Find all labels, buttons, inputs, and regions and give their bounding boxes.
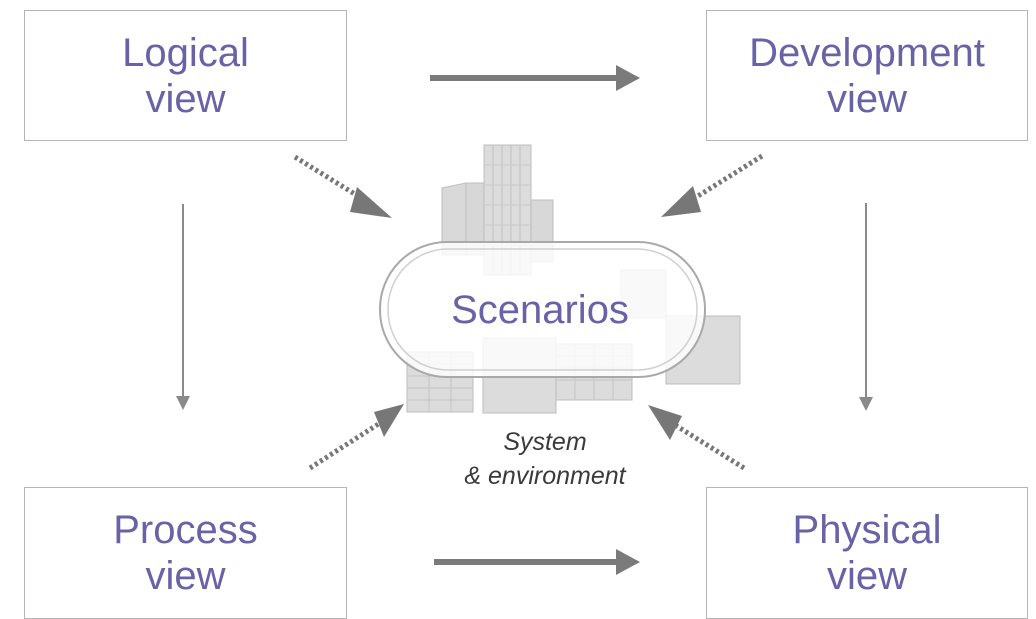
scenarios-title: Scenarios xyxy=(451,288,629,332)
development-view-box: Development view xyxy=(706,10,1028,141)
scenarios-capsule xyxy=(379,241,706,378)
physical-view-label: Physical view xyxy=(792,508,942,598)
process-view-label: Process view xyxy=(113,508,258,598)
system-environment-caption: System & environment xyxy=(464,428,626,490)
development-view-label: Development view xyxy=(749,30,985,121)
dotted-diagonal-arrows xyxy=(293,153,764,471)
horizontal-arrows xyxy=(430,65,640,575)
vertical-arrows xyxy=(176,203,873,411)
physical-view-box: Physical view xyxy=(706,487,1028,619)
logical-view-label: Logical view xyxy=(122,30,249,121)
logical-view-box: Logical view xyxy=(24,10,347,141)
process-view-box: Process view xyxy=(24,487,347,619)
